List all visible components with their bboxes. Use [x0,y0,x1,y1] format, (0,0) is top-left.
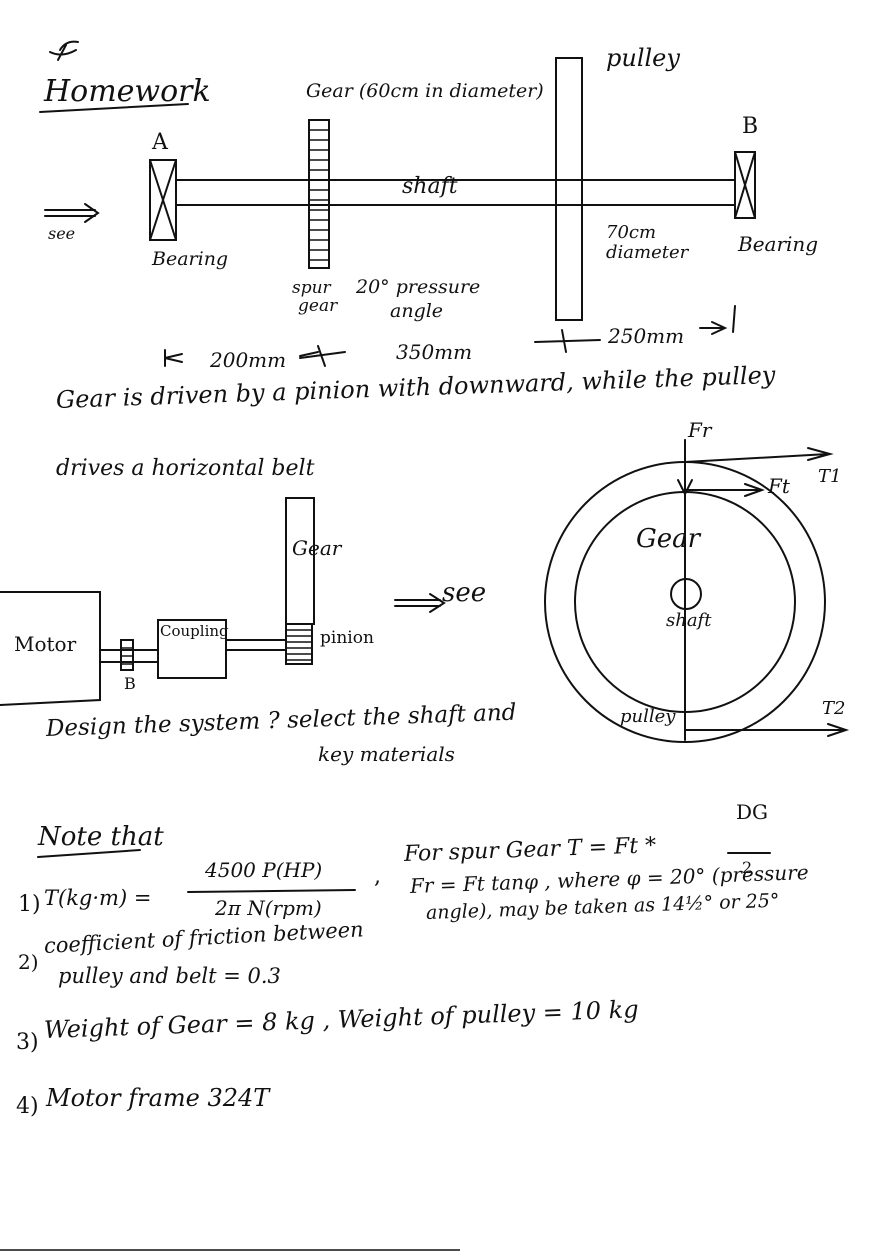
bearing-a-cross [149,159,177,241]
b-label-small: B [124,674,136,693]
note-4-text: Motor frame 324T [46,1084,270,1112]
pulley-circle-label: pulley [620,706,676,727]
pinion [285,623,313,665]
shaft-circle-label: shaft [666,610,712,631]
note-1-denominator: 2π N(rpm) [215,896,322,920]
motor-box [0,591,101,706]
pulley-label-top: pulley [606,44,680,72]
note-1-two: 2 [742,858,753,877]
pulley-diameter-1: 70cm [606,222,657,243]
note-1-comma: , [374,864,381,889]
gear-tall [285,497,315,625]
dim-arrow-3-right [699,305,736,335]
gear-title-label: Gear (60cm in diameter) [306,80,544,102]
motor-label: Motor [14,632,77,656]
page-title: Homework [44,74,211,109]
pulley-side [555,57,583,321]
bearing-b-cross [734,151,756,219]
bearing-b-small-lines [121,647,133,665]
t2-label: T2 [822,698,846,719]
bearing-b-small [120,639,134,671]
spur-gear-side [308,119,330,269]
gear-teeth [309,129,329,261]
dim-arrow-2-right [534,329,601,353]
doodle-mark [49,40,79,61]
label-a: A [152,130,168,155]
dim-250mm: 250mm [608,324,685,348]
note-2-line-2: pulley and belt = 0.3 [58,964,281,988]
gear-label: gear [298,296,338,316]
see-label-top: see [48,224,76,243]
note-2-label: 2) [18,950,39,974]
gear-label-bottom: Gear [292,536,342,560]
fr-label: Fr [688,418,712,442]
see-arrow-bottom [394,593,446,613]
dim-arrow-1-right [299,345,346,367]
sentence-line-2: drives a horizontal belt [56,456,315,481]
coupling-label: Coupling [160,622,229,640]
t2-arrow [684,723,850,737]
t1-label: T1 [818,466,842,487]
dim-arrow-1-left [164,349,183,367]
pinion-label: pinion [320,628,374,648]
t1-arrow [684,447,834,463]
spur-label: spur [292,278,331,298]
note-1-dg: DG [736,800,769,824]
fr-arrow [677,439,693,497]
note-4-label: 4) [16,1094,39,1119]
bearing-right-label: Bearing [738,232,819,256]
pulley-diameter-2: diameter [606,242,689,263]
heading-underline [39,103,189,113]
pinion-teeth [286,629,312,661]
note-1-numerator: 4500 P(HP) [205,858,323,882]
bearing-a [149,159,177,241]
note-3-label: 3) [16,1030,39,1055]
shaft-label-top: shaft [402,174,458,199]
notes-underline [37,849,141,858]
pressure-label-1: 20° pressure [356,276,481,298]
dim-350mm: 350mm [396,340,473,364]
bearing-b [734,151,756,219]
task-line-2: key materials [318,742,455,766]
see-label-bottom: see [442,578,487,608]
notes-title: Note that [38,822,164,852]
note-1-label: 1) [18,892,41,917]
ft-label: Ft [768,474,790,498]
ft-arrow [684,483,766,497]
fraction-bar-1 [187,889,356,893]
dim-200mm: 200mm [210,348,287,372]
see-arrow-top [44,203,100,223]
bearing-left-label: Bearing [152,248,229,270]
pressure-label-2: angle [390,300,444,322]
gear-circle-label: Gear [636,524,701,554]
note-1-lhs: T(kg·m) = [44,886,152,910]
label-b: B [742,114,759,139]
